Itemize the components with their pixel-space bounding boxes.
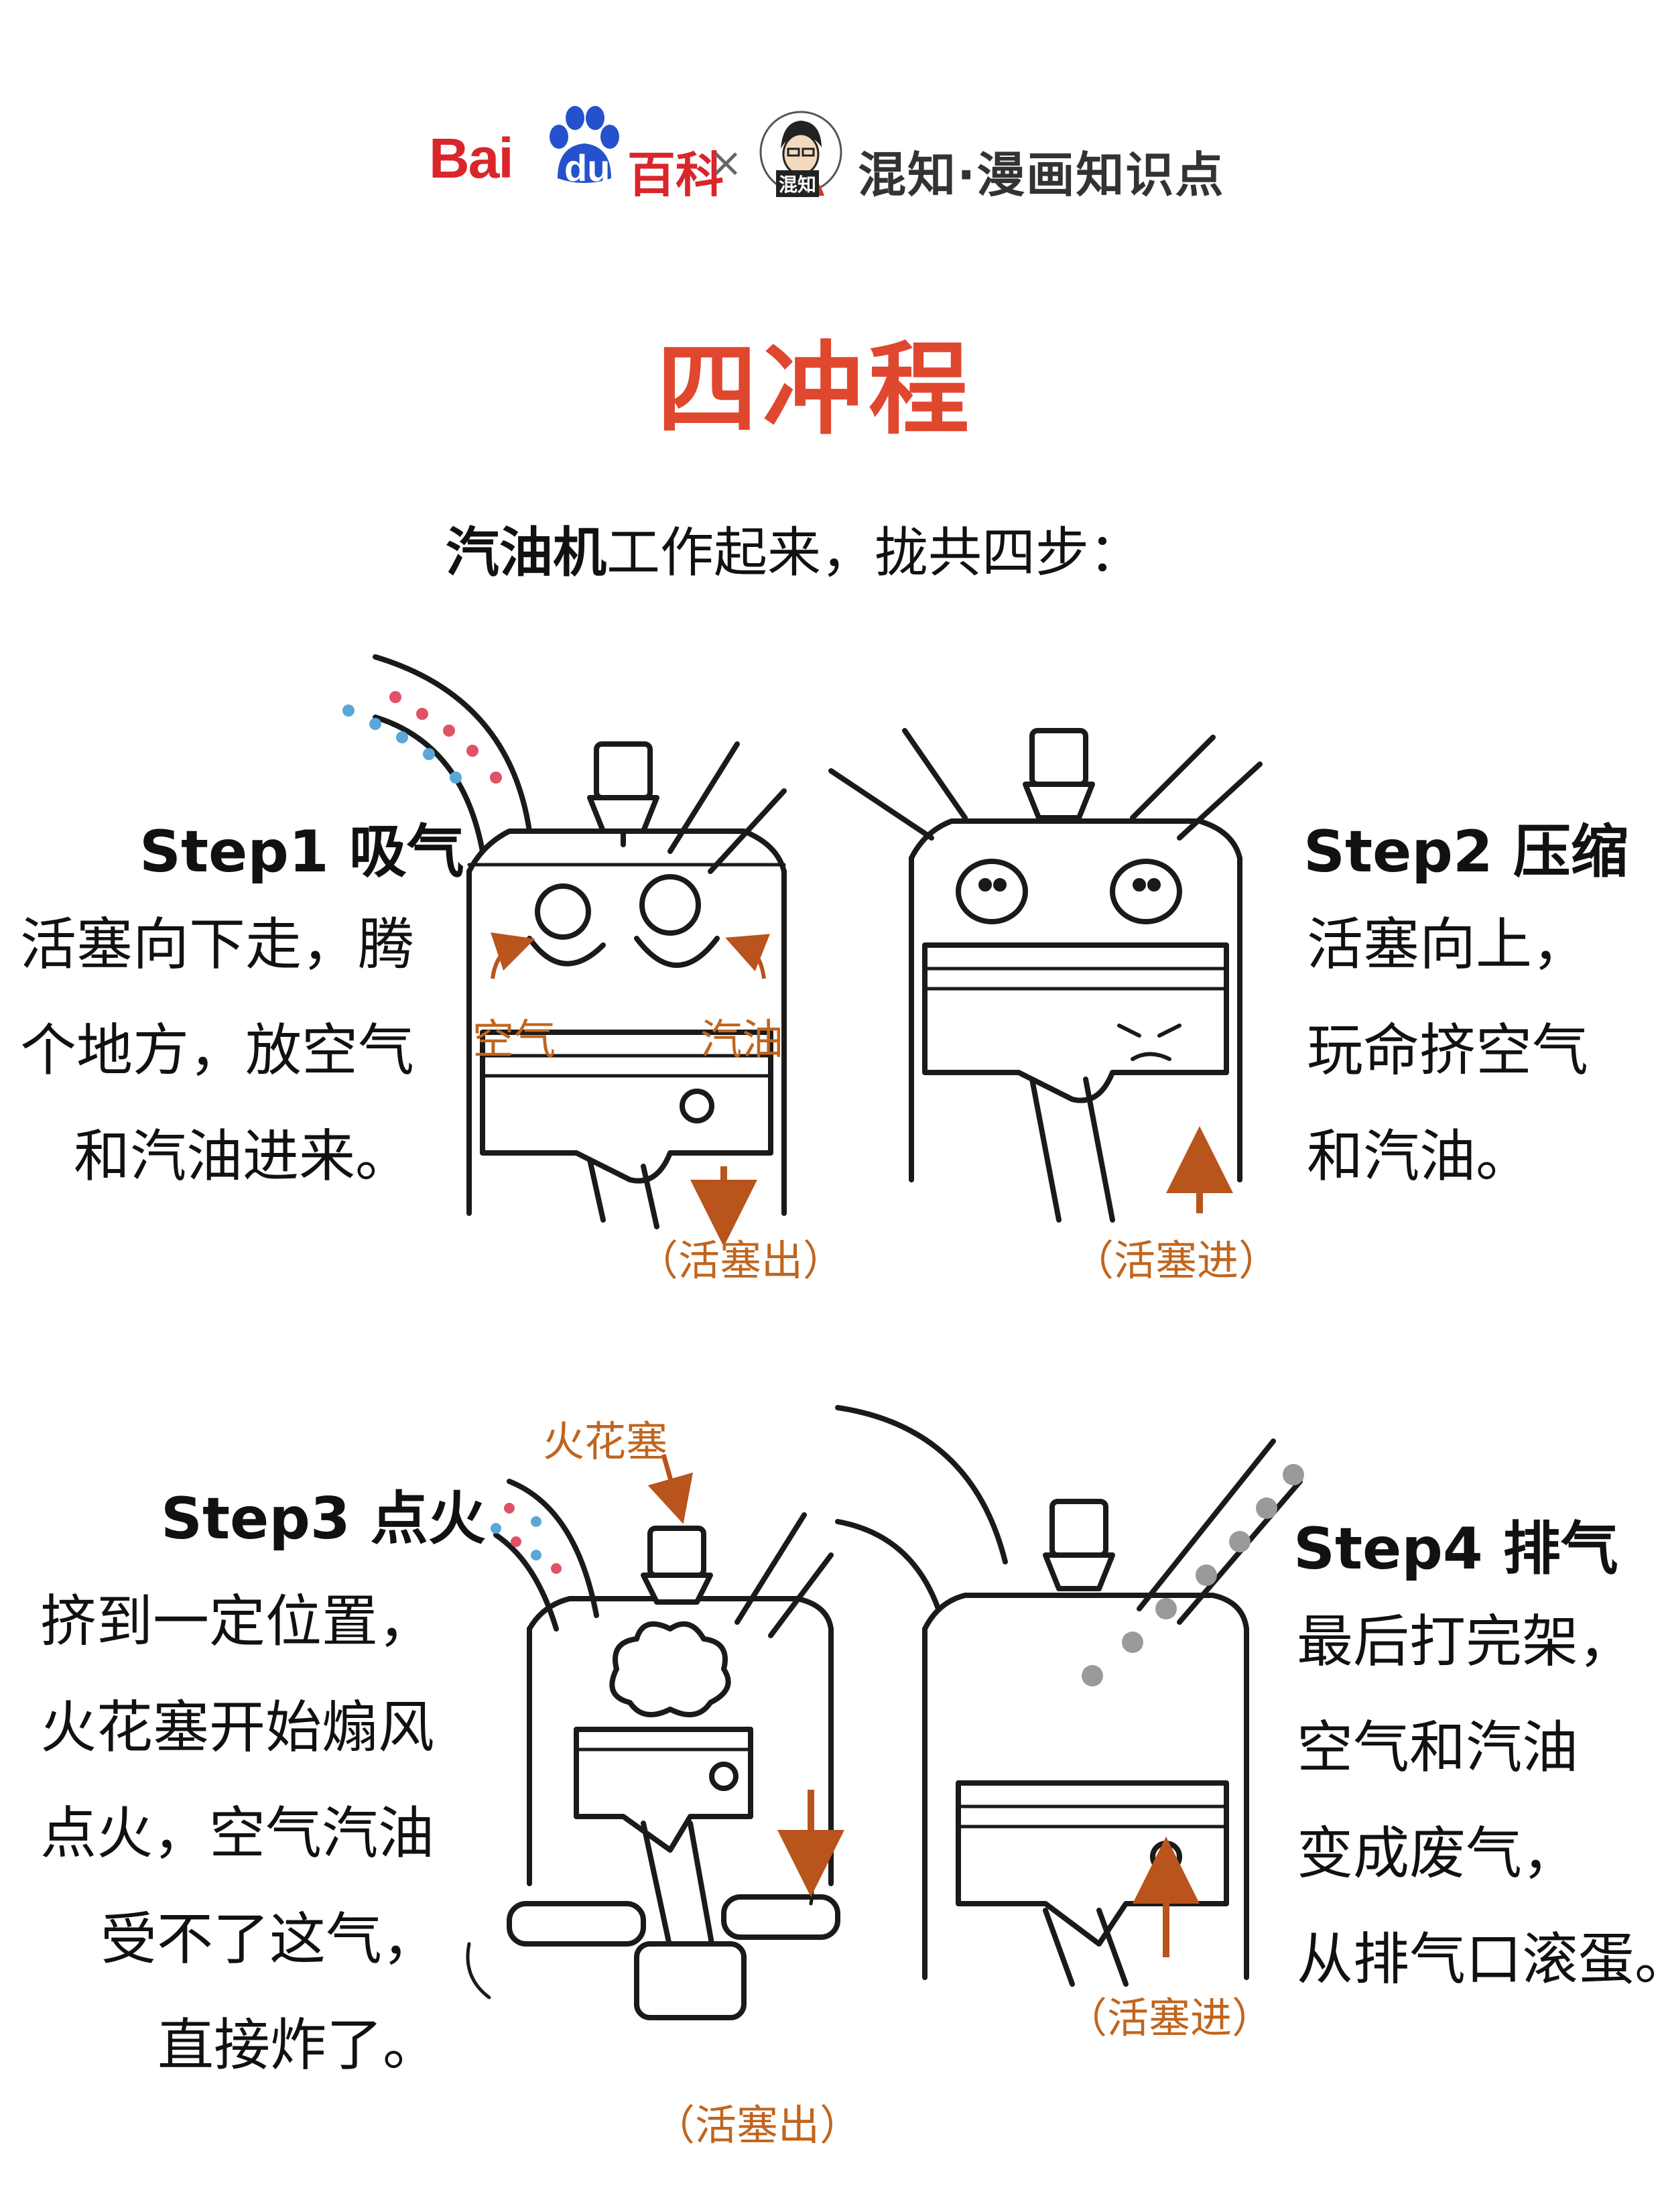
step4-line-4: 从排气口滚蛋。 <box>1297 1926 1662 1992</box>
baidu-paw-icon: du <box>544 105 625 192</box>
step1-intake-particles <box>342 691 502 784</box>
step4-line-3: 变成废气， <box>1297 1821 1579 1886</box>
step1-label-fuel: 汽油 <box>700 1015 784 1064</box>
step1-heading: Step1 吸气 <box>139 818 464 885</box>
step1-line-2: 个地方，放空气 <box>20 1018 415 1083</box>
subtitle-bold: 汽油机 <box>446 521 606 584</box>
step3-heading: Step3 点火 <box>161 1485 486 1552</box>
step2-heading: Step2 压缩 <box>1303 818 1628 885</box>
step3-label-spark: 火花塞 <box>543 1417 668 1466</box>
hunzhi-avatar: 混知 <box>757 109 844 202</box>
step2-line-2: 玩命挤空气 <box>1307 1018 1589 1083</box>
step4-engine <box>835 1405 1303 1987</box>
step1-engine <box>373 654 787 1229</box>
step4-line-2: 空气和汽油 <box>1297 1715 1579 1780</box>
baidu-wordmark: Bai <box>429 127 514 190</box>
step1-label-air: 空气 <box>472 1015 556 1064</box>
step3-line-2: 火花塞开始煽风 <box>40 1695 435 1760</box>
step4-label-piston: （活塞进） <box>1066 1993 1274 2042</box>
avatar-tag: 混知 <box>776 170 820 197</box>
step3-line-3: 点火，空气汽油 <box>40 1800 435 1866</box>
step4-heading: Step4 排气 <box>1293 1516 1618 1583</box>
step3-line-1: 挤到一定位置， <box>40 1589 435 1654</box>
step2-label-piston: （活塞进） <box>1072 1236 1281 1285</box>
baike-text: 百科 <box>627 147 724 203</box>
subtitle-rest: 工作起来，拢共四步： <box>606 521 1143 584</box>
step1-label-piston: （活塞出） <box>637 1236 845 1285</box>
step3-label-piston: （活塞出） <box>653 2101 862 2150</box>
step2-line-1: 活塞向上， <box>1307 912 1589 977</box>
step3-intake-particles <box>491 1503 562 1574</box>
step1-line-1: 活塞向下走，腾 <box>20 912 415 977</box>
step4-line-1: 最后打完架， <box>1297 1609 1635 1674</box>
step3-line-4: 受不了这气， <box>101 1906 439 1972</box>
step2-line-3: 和汽油。 <box>1307 1123 1533 1189</box>
step2-engine <box>828 728 1263 1223</box>
step4-exhaust-particles <box>1082 1464 1304 1686</box>
step1-line-3: 和汽油进来。 <box>74 1123 412 1189</box>
page-subtitle: 汽油机工作起来，拢共四步： <box>446 509 1143 587</box>
hunzhi-title: 混知·漫画知识点 <box>858 147 1225 203</box>
header-logos: Bai du 百科 × 混知 混知·漫画知识点 <box>429 101 1233 208</box>
page-title: 四冲程 <box>657 332 975 448</box>
step3-engine <box>466 1479 840 2020</box>
times-sign: × <box>709 139 743 186</box>
step3-line-5: 直接炸了。 <box>157 2012 440 2078</box>
baidu-du-text: du <box>564 147 611 189</box>
